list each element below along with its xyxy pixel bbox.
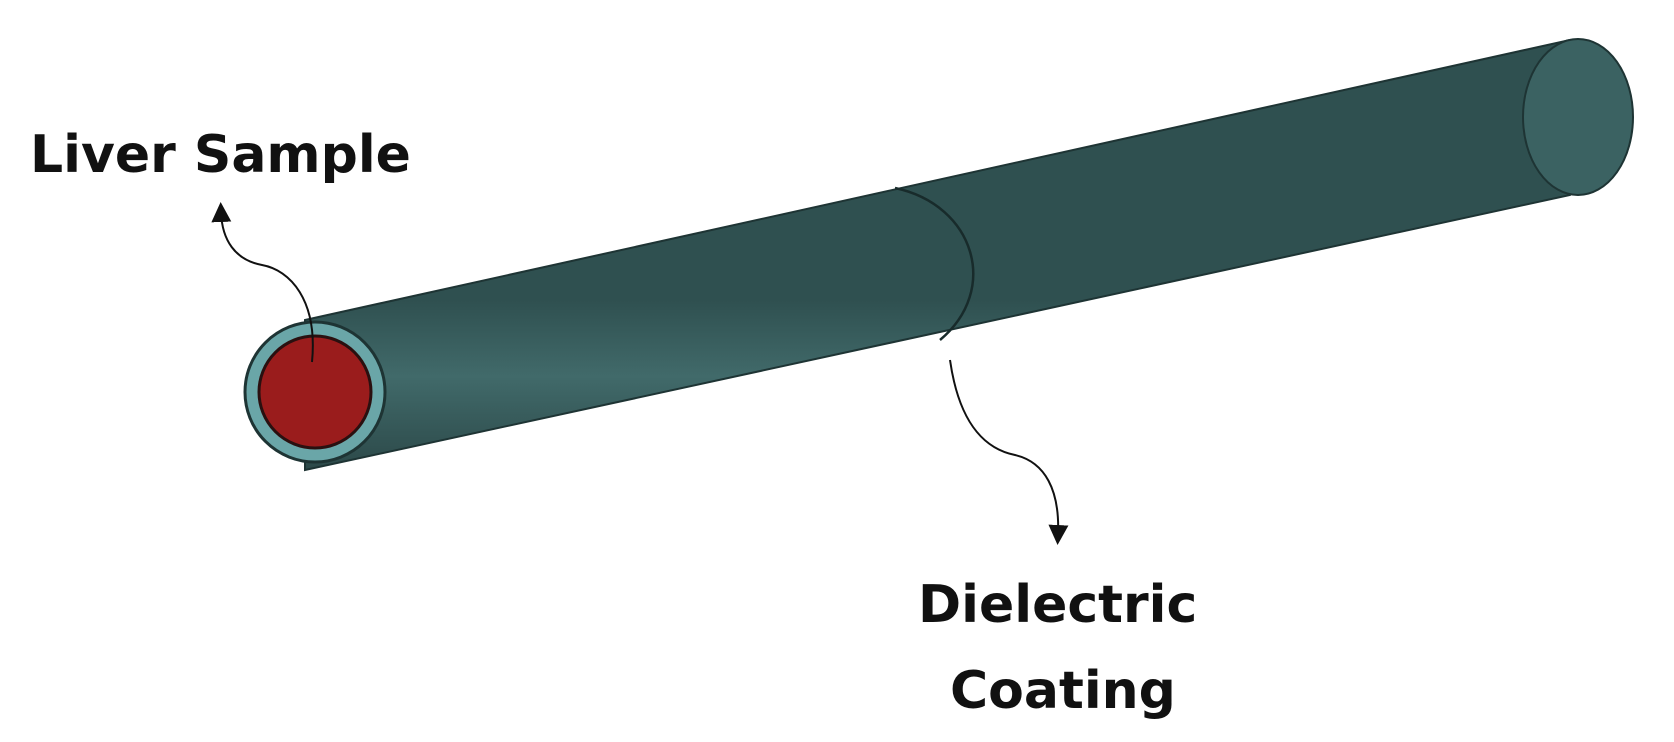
coating-label-line2: Coating [950,661,1176,721]
dielectric-coating-arrow [949,359,1069,545]
dielectric-label-line1: Dielectric [918,575,1197,635]
tube-far-end [1522,38,1634,196]
liver-sample-core [257,334,373,450]
segment-seam [894,186,975,341]
liver-sample-arrow [211,202,314,363]
tube-body [304,38,1594,472]
liver-sample-label: Liver Sample [30,125,411,185]
